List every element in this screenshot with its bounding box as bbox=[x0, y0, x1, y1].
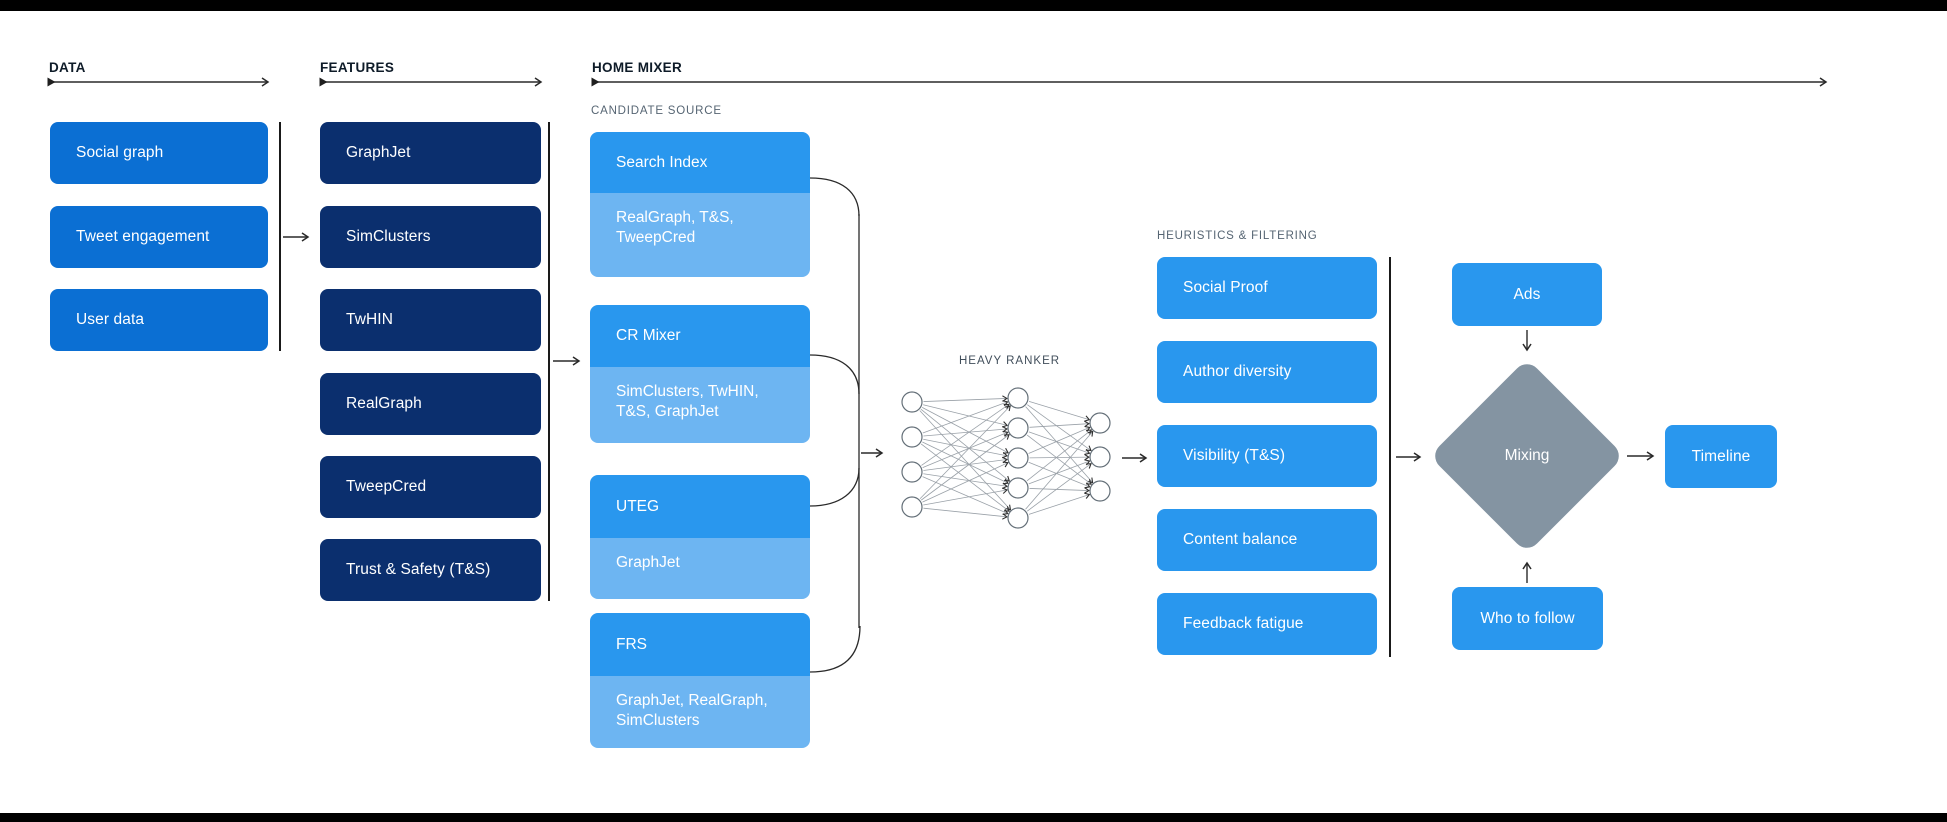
candidate-group-search-index: Search Index RealGraph, T&S, TweepCred bbox=[590, 132, 810, 277]
candidate-group-cr-mixer: CR Mixer SimClusters, TwHIN, T&S, GraphJ… bbox=[590, 305, 810, 443]
feature-box-realgraph: RealGraph bbox=[320, 373, 541, 435]
bottom-black-bar bbox=[0, 813, 1947, 822]
ads-box: Ads bbox=[1452, 263, 1602, 326]
candidate-source-label: CANDIDATE SOURCE bbox=[591, 105, 722, 117]
home-mixer-section-header: HOME MIXER bbox=[592, 60, 683, 75]
heuristic-box-author-diversity: Author diversity bbox=[1157, 341, 1377, 403]
candidate-group-frs: FRS GraphJet, RealGraph, SimClusters bbox=[590, 613, 810, 748]
data-box-tweet-engagement: Tweet engagement bbox=[50, 206, 268, 268]
data-box-user-data: User data bbox=[50, 289, 268, 351]
heuristic-box-content-balance: Content balance bbox=[1157, 509, 1377, 571]
feature-box-graphjet: GraphJet bbox=[320, 122, 541, 184]
heuristic-box-social-proof: Social Proof bbox=[1157, 257, 1377, 319]
feature-box-trust-safety: Trust & Safety (T&S) bbox=[320, 539, 541, 601]
collector-curve-cr-mixer bbox=[809, 354, 860, 395]
mixing-diamond-label: Mixing bbox=[1504, 447, 1550, 464]
heuristics-filtering-label: HEURISTICS & FILTERING bbox=[1157, 230, 1318, 242]
candidate-name: UTEG bbox=[590, 475, 810, 538]
candidate-name: CR Mixer bbox=[590, 305, 810, 367]
features-section-header: FEATURES bbox=[320, 60, 395, 75]
collector-curve-search-index bbox=[809, 177, 860, 217]
top-black-bar bbox=[0, 0, 1947, 11]
candidate-sources: GraphJet bbox=[590, 538, 810, 599]
candidate-sources: RealGraph, T&S, TweepCred bbox=[590, 193, 810, 277]
heavy-ranker-label: HEAVY RANKER bbox=[959, 355, 1061, 367]
timeline-box: Timeline bbox=[1665, 425, 1777, 488]
candidate-name: Search Index bbox=[590, 132, 810, 193]
heuristic-box-feedback-fatigue: Feedback fatigue bbox=[1157, 593, 1377, 655]
feature-box-tweepcred: TweepCred bbox=[320, 456, 541, 518]
collector-curve-frs bbox=[809, 625, 861, 673]
candidate-sources: SimClusters, TwHIN, T&S, GraphJet bbox=[590, 367, 810, 443]
feature-box-simclusters: SimClusters bbox=[320, 206, 541, 268]
heuristic-box-visibility: Visibility (T&S) bbox=[1157, 425, 1377, 487]
collector-curve-uteg bbox=[809, 467, 860, 507]
data-box-social-graph: Social graph bbox=[50, 122, 268, 184]
heavy-ranker-net bbox=[901, 387, 1111, 529]
feature-box-twhin: TwHIN bbox=[320, 289, 541, 351]
candidate-name: FRS bbox=[590, 613, 810, 676]
who-to-follow-box: Who to follow bbox=[1452, 587, 1603, 650]
candidate-sources: GraphJet, RealGraph, SimClusters bbox=[590, 676, 810, 748]
data-section-header: DATA bbox=[49, 60, 86, 75]
candidate-group-uteg: UTEG GraphJet bbox=[590, 475, 810, 599]
